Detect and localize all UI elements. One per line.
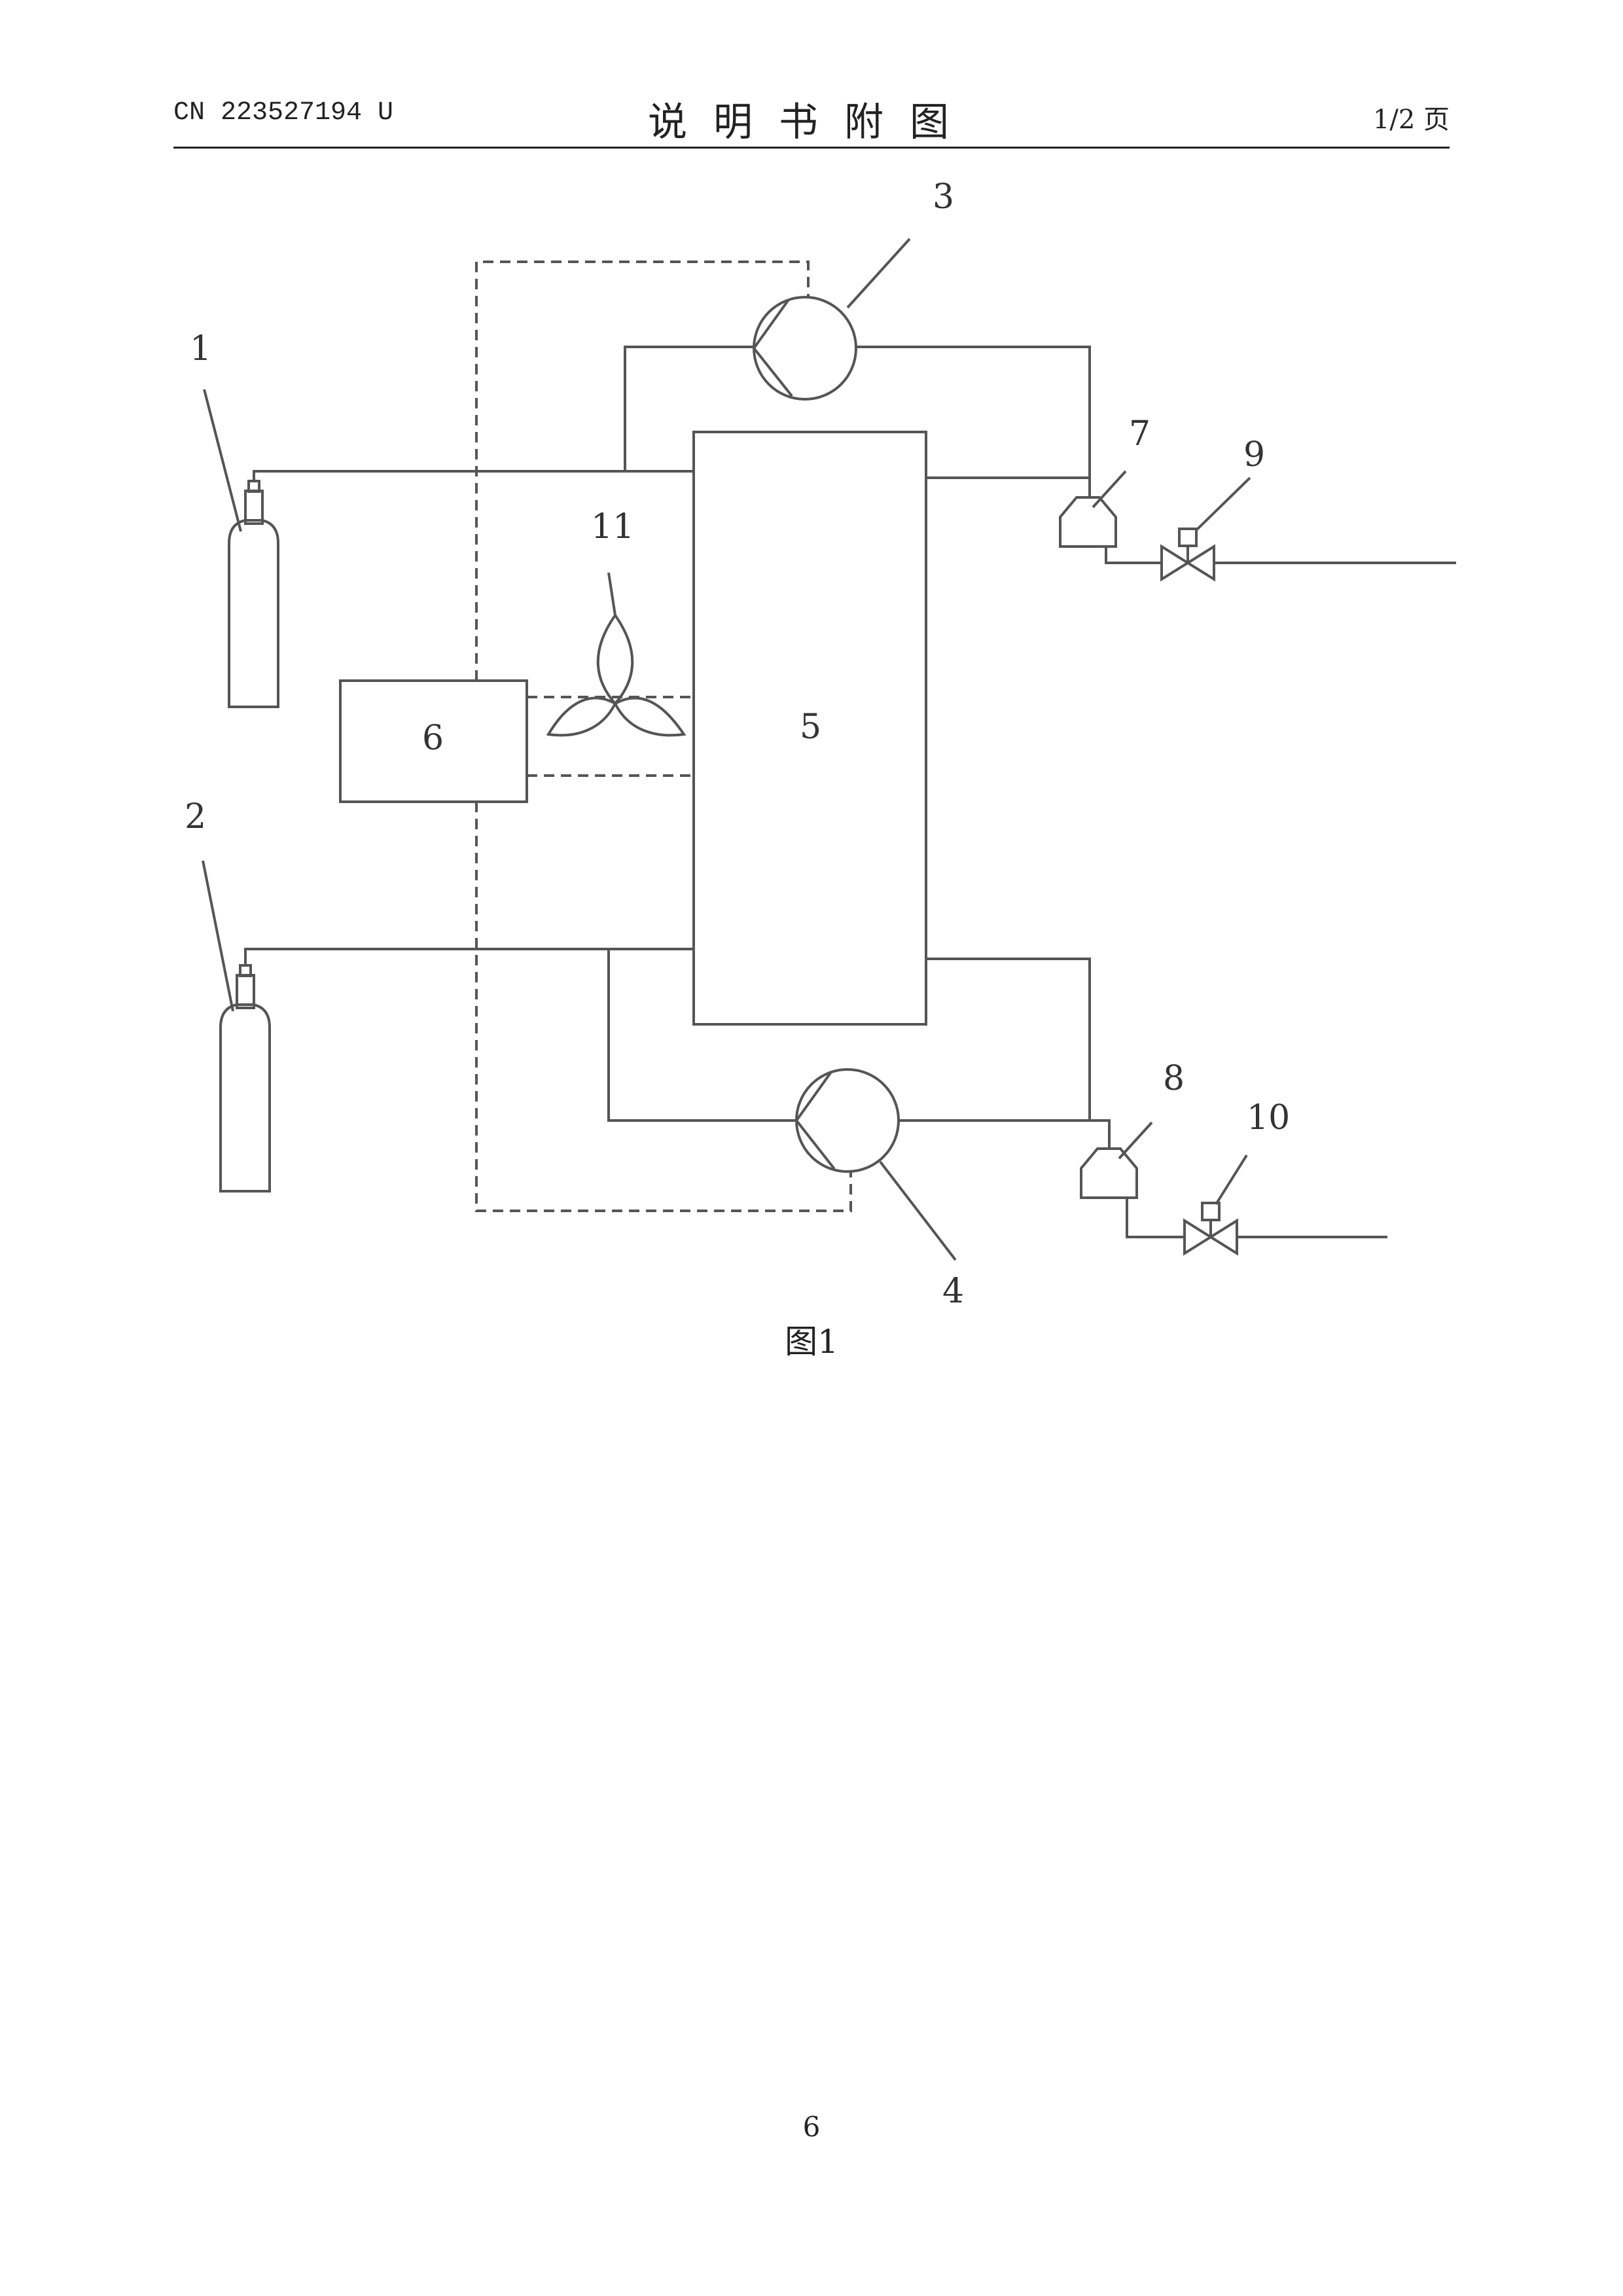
trap-7 [1060, 497, 1116, 547]
pump-3 [754, 297, 856, 399]
label-valve-10: 10 [1247, 1098, 1290, 1138]
trap-8 [1081, 1149, 1137, 1198]
label-fan-11: 11 [591, 507, 634, 547]
label-trap-7: 7 [1129, 414, 1150, 454]
solenoid-valve-9 [1162, 529, 1214, 579]
label-gas-cylinder-1: 1 [190, 329, 211, 368]
label-gas-cylinder-2: 2 [185, 797, 206, 836]
schematic-diagram: 3 1 7 9 11 5 6 2 8 10 4 [0, 0, 1623, 1374]
fan-icon-11 [548, 573, 684, 735]
solenoid-valve-10 [1185, 1203, 1237, 1253]
figure-caption: 图1 [0, 1316, 1623, 1363]
label-valve-9: 9 [1243, 435, 1265, 475]
label-chamber-5: 5 [800, 708, 821, 747]
label-pump-4: 4 [942, 1272, 964, 1311]
label-pump-3: 3 [933, 177, 954, 217]
label-controller-6: 6 [422, 719, 444, 758]
label-trap-8: 8 [1163, 1059, 1185, 1098]
pump-4 [796, 1069, 899, 1172]
page-number: 6 [0, 2111, 1623, 2143]
gas-cylinder-2 [221, 965, 270, 1191]
